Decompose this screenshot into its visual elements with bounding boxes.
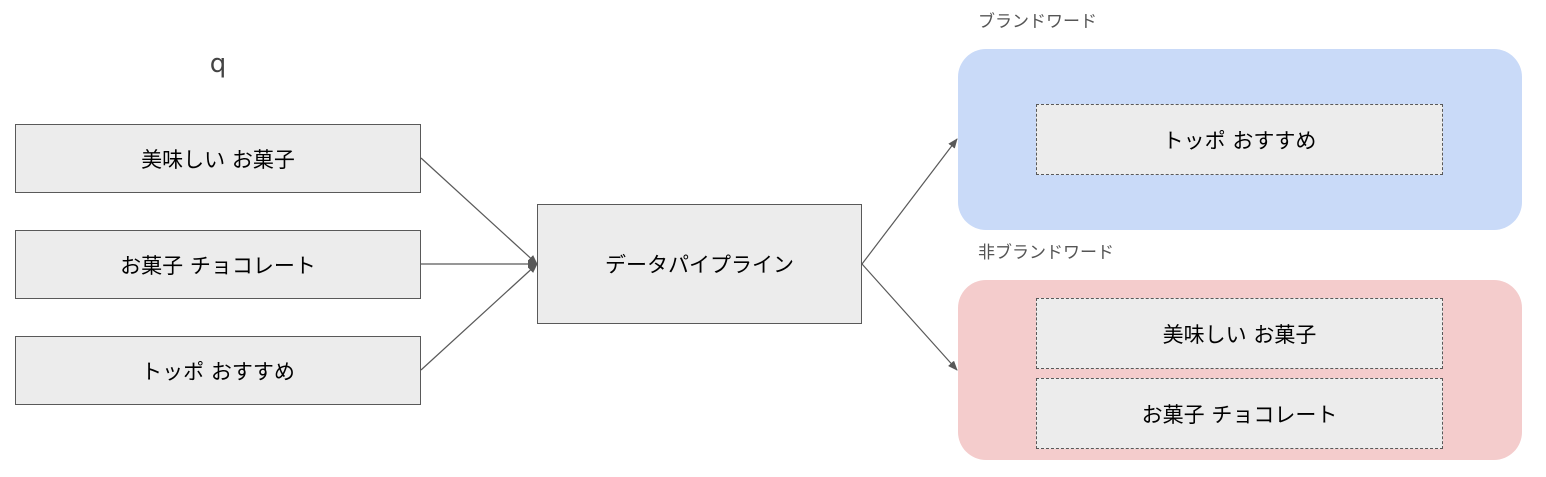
brand-word-title: ブランドワード	[978, 12, 1097, 32]
nonbrand-result-item-2: お菓子 チョコレート	[1036, 378, 1443, 449]
query-box-2: お菓子 チョコレート	[15, 230, 421, 299]
arrow-pipeline-to-brand	[861, 138, 958, 265]
input-label: q	[209, 49, 227, 79]
arrow-query-3-to-pipeline	[420, 263, 538, 371]
arrow-pipeline-to-nonbrand	[861, 263, 958, 371]
nonbrand-result-item-1: 美味しい お菓子	[1036, 298, 1443, 369]
non-brand-word-title: 非ブランドワード	[978, 243, 1114, 263]
arrow-query-1-to-pipeline	[420, 157, 538, 265]
data-pipeline-box: データパイプライン	[537, 204, 862, 324]
query-box-3: トッポ おすすめ	[15, 336, 421, 405]
query-box-1: 美味しい お菓子	[15, 124, 421, 193]
brand-result-item: トッポ おすすめ	[1036, 104, 1443, 175]
